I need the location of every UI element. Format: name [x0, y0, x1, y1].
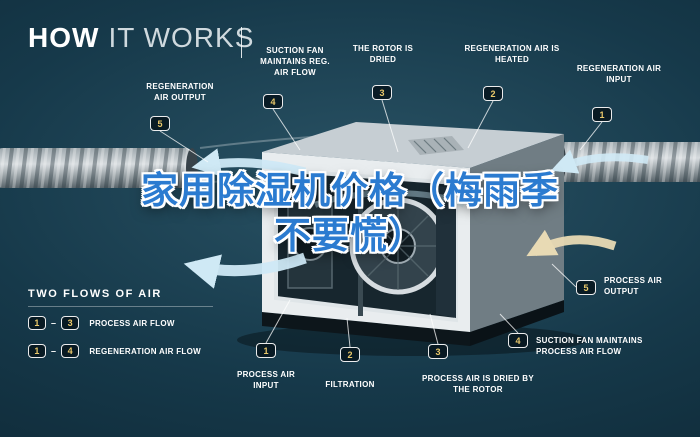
legend-range-separator: – — [51, 346, 57, 356]
badge-regeneration-air-output: 5 — [150, 116, 170, 131]
page-title-light: IT WORKS — [108, 22, 255, 53]
callout-suction-fan-reg: SUCTION FAN MAINTAINS REG. AIR FLOW — [260, 46, 330, 77]
legend-badge-process-from: 1 — [28, 316, 46, 330]
badge-filtration: 2 — [340, 347, 360, 362]
overlay-headline-line2: 不要慌） — [274, 215, 426, 257]
legend-label-regeneration-air-flow: REGENERATION AIR FLOW — [89, 346, 201, 356]
overlay-headline-line1: 家用除湿机价格（梅雨季 — [141, 170, 559, 211]
page-title: HOW IT WORKS — [28, 22, 254, 54]
title-divider — [241, 27, 242, 58]
badge-process-air-input: 1 — [256, 343, 276, 358]
callout-process-air-input: PROCESS AIR INPUT — [236, 370, 296, 390]
legend-row-process-air-flow: 1 – 3 PROCESS AIR FLOW — [28, 316, 175, 330]
callout-suction-fan-process: SUCTION FAN MAINTAINS PROCESS AIR FLOW — [536, 336, 643, 356]
callout-process-air-output: PROCESS AIR OUTPUT — [604, 276, 663, 296]
legend-label-process-air-flow: PROCESS AIR FLOW — [89, 318, 175, 328]
page-title-strong: HOW — [28, 22, 100, 53]
callout-regeneration-air-heated: REGENERATION AIR IS HEATED — [464, 44, 560, 64]
badge-regeneration-air-heated: 2 — [483, 86, 503, 101]
legend-heading: TWO FLOWS OF AIR — [28, 288, 162, 300]
callout-process-air-dried: PROCESS AIR IS DRIED BY THE ROTOR — [422, 374, 534, 394]
callout-rotor-dried: THE ROTOR IS DRIED — [352, 44, 414, 64]
badge-suction-fan-process: 4 — [508, 333, 528, 348]
callout-regeneration-air-input: REGENERATION AIR INPUT — [576, 64, 662, 84]
badge-suction-fan-reg: 4 — [263, 94, 283, 109]
badge-process-air-dried: 3 — [428, 344, 448, 359]
legend-badge-regen-to: 4 — [61, 344, 80, 358]
callout-filtration: FILTRATION — [325, 380, 375, 389]
legend-badge-regen-from: 1 — [28, 344, 46, 358]
overlay-headline: 家用除湿机价格（梅雨季 不要慌） — [0, 168, 700, 258]
badge-rotor-dried: 3 — [372, 85, 392, 100]
badge-process-air-output: 5 — [576, 280, 596, 295]
callout-regeneration-air-output: REGENERATION AIR OUTPUT — [146, 82, 214, 102]
legend-row-regeneration-air-flow: 1 – 4 REGENERATION AIR FLOW — [28, 344, 201, 358]
legend-divider — [28, 306, 213, 307]
legend-range-separator: – — [51, 318, 57, 328]
legend-badge-process-to: 3 — [61, 316, 80, 330]
badge-regeneration-air-input: 1 — [592, 107, 612, 122]
